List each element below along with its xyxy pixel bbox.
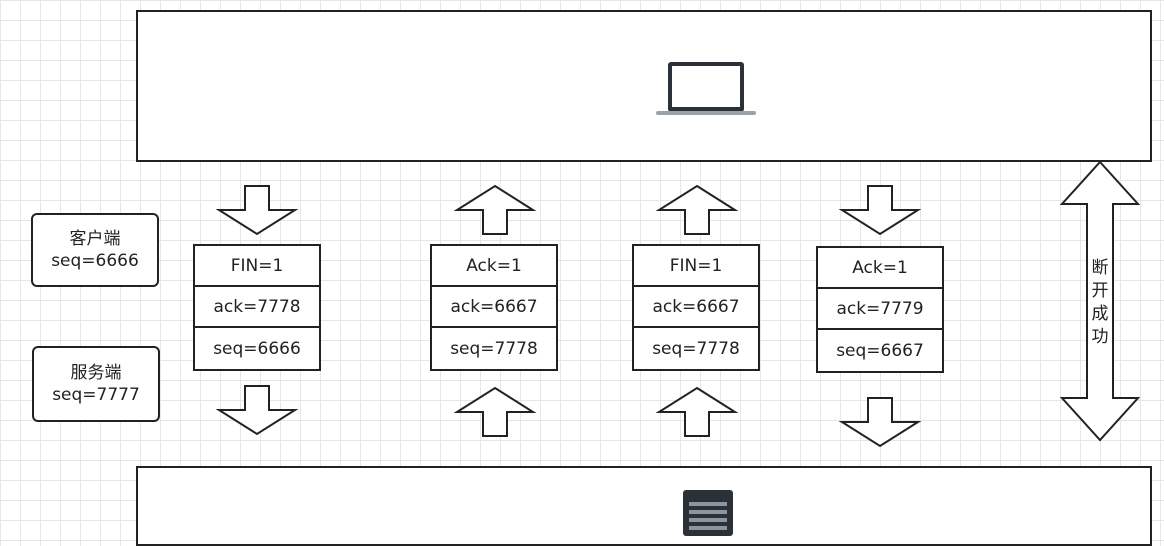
packet-ack: ack=6667 [432,287,556,328]
packet-ack: ack=7778 [195,287,319,328]
packet-seq: seq=7778 [450,338,538,359]
packet-seq: seq=6666 [213,338,301,359]
packet-flag: FIN=1 [195,246,319,287]
status-char: 开 [1091,281,1109,301]
status-char: 功 [1091,327,1109,347]
status-char: 断 [1091,258,1109,278]
server-label-seq: seq=7777 [52,385,140,405]
double-arrow-icon [1059,160,1141,442]
disconnect-success-label: 断 开 成 功 [1090,257,1110,349]
down-arrow-icon [838,397,922,448]
packet-flag: Ack=1 [432,246,556,287]
packet-fin-server: FIN=1 ack=6667 seq=7778 [632,244,760,371]
client-label: 客户端 seq=6666 [31,213,159,287]
packet-flag: Ack=1 [818,248,942,289]
packet-seq: seq=7778 [652,338,740,359]
client-label-seq: seq=6666 [51,251,139,271]
server-label: 服务端 seq=7777 [32,346,160,422]
client-panel [136,10,1152,162]
down-arrow-icon [215,185,299,236]
packet-ack-server: Ack=1 ack=6667 seq=7778 [430,244,558,371]
packet-seq: seq=6667 [836,340,924,361]
up-arrow-icon [655,184,739,235]
laptop-icon [656,62,756,115]
packet-ack: ack=6667 [634,287,758,328]
packet-flag: FIN=1 [634,246,758,287]
up-arrow-icon [655,386,739,437]
down-arrow-icon [215,385,299,436]
down-arrow-icon [838,185,922,236]
packet-ack-client: Ack=1 ack=7779 seq=6667 [816,246,944,373]
server-label-title: 服务端 [70,363,122,383]
up-arrow-icon [453,386,537,437]
status-char: 成 [1091,304,1109,324]
server-icon [683,490,733,536]
packet-fin-client: FIN=1 ack=7778 seq=6666 [193,244,321,371]
server-panel [136,466,1152,546]
client-label-title: 客户端 [69,229,121,249]
up-arrow-icon [453,184,537,235]
packet-ack: ack=7779 [818,289,942,330]
